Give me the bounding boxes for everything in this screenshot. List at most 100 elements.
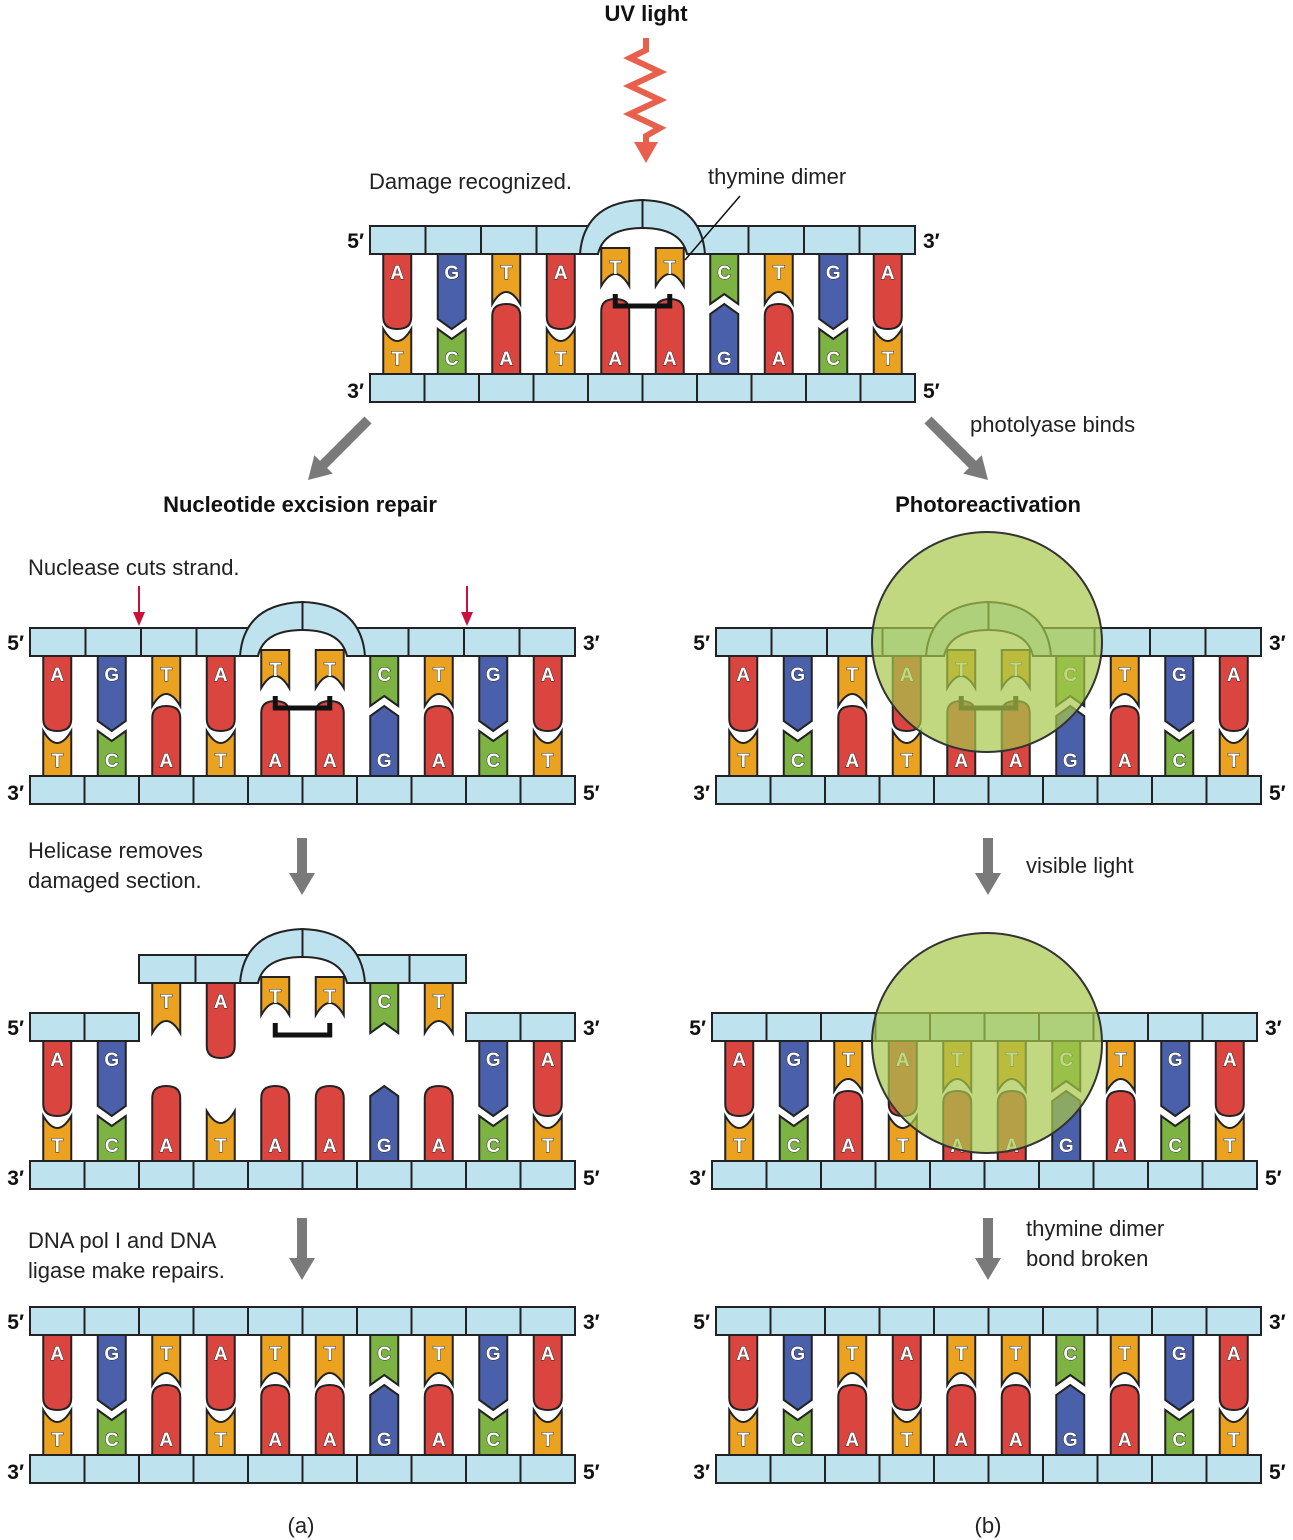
base-letter: G bbox=[486, 1344, 501, 1365]
base-letter: G bbox=[1059, 1136, 1074, 1157]
base-letter: C bbox=[377, 665, 391, 686]
base-letter: A bbox=[214, 992, 228, 1013]
base-a bbox=[314, 1084, 345, 1162]
base-letter: T bbox=[215, 1136, 227, 1157]
base-a bbox=[42, 655, 73, 733]
base-letter: A bbox=[1009, 751, 1023, 772]
base-letter: T bbox=[542, 1430, 554, 1451]
base-letter: A bbox=[214, 665, 228, 686]
base-letter: A bbox=[1223, 1050, 1237, 1071]
base-t bbox=[205, 727, 236, 777]
base-t bbox=[205, 1406, 236, 1456]
base-letter: G bbox=[444, 263, 459, 284]
base-letter: A bbox=[772, 349, 786, 370]
base-letter: C bbox=[105, 751, 119, 772]
base-a bbox=[423, 704, 454, 777]
base-letter: A bbox=[1227, 665, 1241, 686]
base-letter: A bbox=[541, 1050, 555, 1071]
base-a bbox=[532, 655, 563, 733]
base-a bbox=[872, 253, 903, 331]
base-letter: T bbox=[773, 263, 785, 284]
end-label: 3′ bbox=[7, 782, 24, 805]
end-label: 3′ bbox=[1269, 632, 1286, 655]
base-letter: G bbox=[377, 1136, 392, 1157]
base-letter: A bbox=[881, 263, 895, 284]
base-letter: T bbox=[609, 258, 621, 279]
base-t bbox=[946, 1334, 977, 1389]
base-t bbox=[1109, 1334, 1140, 1389]
base-letter: T bbox=[1119, 665, 1131, 686]
base-t bbox=[837, 1334, 868, 1389]
photolyase-enzyme bbox=[871, 531, 1103, 753]
arrow-to-photoreactivation bbox=[924, 416, 988, 480]
base-a bbox=[260, 1084, 291, 1162]
base-letter: T bbox=[1115, 1050, 1127, 1071]
base-a bbox=[545, 253, 576, 331]
base-letter: C bbox=[486, 751, 500, 772]
base-letter: T bbox=[51, 751, 63, 772]
base-letter: A bbox=[736, 665, 750, 686]
arrow-dimer-broken bbox=[975, 1218, 1001, 1280]
base-a bbox=[728, 655, 759, 733]
base-letter: T bbox=[1119, 1344, 1131, 1365]
base-letter: C bbox=[445, 349, 459, 370]
base-a bbox=[728, 1334, 759, 1412]
base-t bbox=[724, 1112, 755, 1162]
photolyase-enzyme bbox=[871, 932, 1103, 1154]
base-t bbox=[260, 1334, 291, 1389]
base-letter: T bbox=[846, 665, 858, 686]
base-a bbox=[205, 982, 236, 1060]
base-letter: T bbox=[901, 1430, 913, 1451]
base-letter: T bbox=[215, 751, 227, 772]
end-label: 3′ bbox=[923, 230, 940, 253]
base-letter: T bbox=[1228, 751, 1240, 772]
base-t bbox=[654, 247, 685, 290]
base-letter: G bbox=[786, 1050, 801, 1071]
base-a bbox=[532, 1040, 563, 1118]
base-t bbox=[260, 649, 291, 692]
base-letter: G bbox=[826, 263, 841, 284]
dimer-leader-line bbox=[684, 195, 741, 261]
base-t bbox=[491, 253, 522, 308]
base-a bbox=[151, 1084, 182, 1162]
end-label: 5′ bbox=[1265, 1167, 1282, 1190]
uv-zigzag-arrow bbox=[622, 38, 668, 150]
base-t bbox=[314, 649, 345, 692]
base-letter: T bbox=[269, 987, 281, 1008]
base-t bbox=[151, 1334, 182, 1389]
end-label: 3′ bbox=[583, 1311, 600, 1334]
base-letter: A bbox=[845, 751, 859, 772]
base-a bbox=[1214, 1040, 1245, 1118]
end-label: 3′ bbox=[7, 1461, 24, 1484]
base-t bbox=[532, 1112, 563, 1162]
base-letter: C bbox=[826, 349, 840, 370]
nuclease-label: Nuclease cuts strand. bbox=[28, 555, 240, 580]
end-label: 5′ bbox=[7, 1017, 24, 1040]
base-letter: T bbox=[160, 992, 172, 1013]
base-letter: A bbox=[323, 1136, 337, 1157]
base-letter: A bbox=[541, 665, 555, 686]
base-letter: G bbox=[104, 665, 119, 686]
base-letter: T bbox=[324, 660, 336, 681]
base-letter: G bbox=[1063, 751, 1078, 772]
arrow-helicase bbox=[289, 838, 315, 895]
base-letter: A bbox=[732, 1050, 746, 1071]
base-a bbox=[724, 1040, 755, 1118]
end-label: 3′ bbox=[689, 1167, 706, 1190]
base-letter: T bbox=[897, 1136, 909, 1157]
ner-title: Nucleotide excision repair bbox=[163, 492, 437, 517]
base-letter: A bbox=[268, 1136, 282, 1157]
base-letter: A bbox=[1227, 1344, 1241, 1365]
base-a bbox=[423, 1383, 454, 1456]
nuclease-cut-arrowhead bbox=[133, 612, 145, 626]
end-label: 5′ bbox=[583, 1167, 600, 1190]
base-letter: A bbox=[323, 1430, 337, 1451]
end-label: 3′ bbox=[693, 1461, 710, 1484]
base-letter: G bbox=[486, 665, 501, 686]
base-t bbox=[1000, 1334, 1031, 1389]
end-label: 3′ bbox=[583, 632, 600, 655]
uv-arrowhead bbox=[634, 142, 658, 163]
